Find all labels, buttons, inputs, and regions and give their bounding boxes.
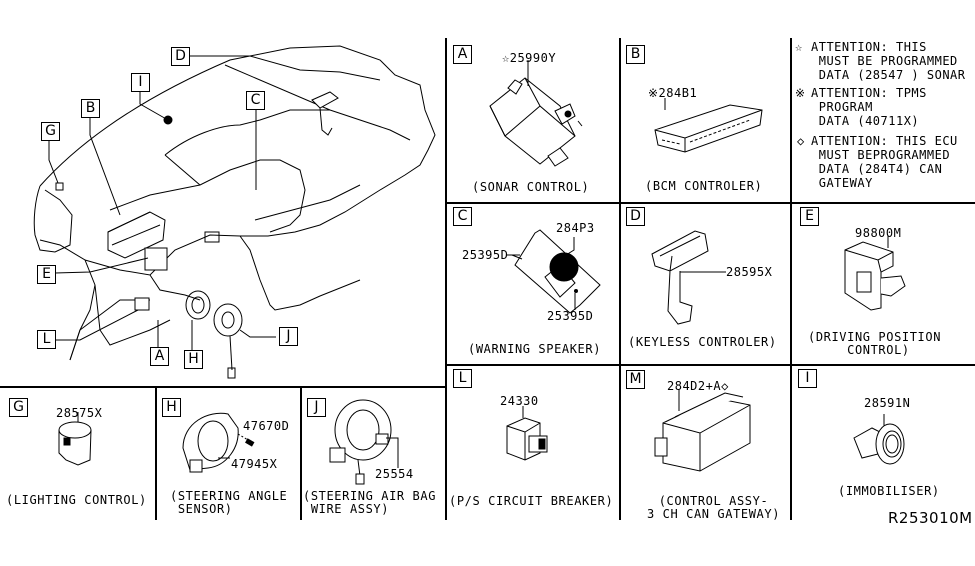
part-number-circuit-breaker: 24330 bbox=[500, 394, 539, 408]
cell-tag-e: E bbox=[800, 207, 819, 226]
callout-d: D bbox=[171, 47, 190, 66]
cell-tag-a: A bbox=[453, 45, 472, 64]
cell-tag-m: M bbox=[626, 370, 645, 389]
note-tpms-symbol: ※ bbox=[795, 86, 806, 100]
grid-row2-bottom bbox=[445, 364, 975, 366]
caption-keyless: (KEYLESS CONTROLER) bbox=[628, 335, 777, 349]
grid-vertical-main bbox=[445, 38, 447, 520]
caption-speaker: (WARNING SPEAKER) bbox=[468, 342, 602, 356]
can-gateway-module-icon bbox=[654, 389, 751, 472]
part-number-steering-angle: 47945X bbox=[231, 457, 278, 471]
callout-i: I bbox=[131, 73, 150, 92]
callout-g: G bbox=[41, 122, 60, 141]
caption-can-gateway: (CONTROL ASSY- 3 CH CAN GATEWAY) bbox=[647, 494, 781, 521]
grid-vertical-gh bbox=[155, 386, 157, 520]
part-number-screw-left: 25395D bbox=[462, 248, 509, 262]
caption-driving-position: (DRIVING POSITION CONTROL) bbox=[808, 330, 942, 357]
note-sonar-symbol: ☆ bbox=[795, 40, 803, 54]
caption-air-bag-wire: (STEERING AIR BAG WIRE ASSY) bbox=[303, 489, 437, 516]
warning-speaker-icon bbox=[507, 229, 601, 314]
cell-tag-h: H bbox=[162, 398, 181, 417]
note-can-gateway-text: ATTENTION: THIS ECU MUST BEPROGRAMMED DA… bbox=[811, 134, 958, 190]
callout-l: L bbox=[37, 330, 56, 349]
caption-circuit-breaker: (P/S CIRCUIT BREAKER) bbox=[449, 494, 614, 508]
grid-vertical-hj bbox=[300, 386, 302, 520]
part-number-lighting: 28575X bbox=[56, 406, 103, 420]
part-number-driving-position: 98800M bbox=[855, 226, 902, 240]
cell-tag-g: G bbox=[9, 398, 28, 417]
note-can-gateway-symbol: ◇ bbox=[797, 134, 805, 148]
callout-h: H bbox=[184, 350, 203, 369]
note-tpms-text: ATTENTION: TPMS PROGRAM DATA (40711X) bbox=[811, 86, 927, 128]
callout-a: A bbox=[150, 347, 169, 366]
cell-tag-i: I bbox=[798, 369, 817, 388]
callout-j: J bbox=[279, 327, 298, 346]
part-number-keyless: 28595X bbox=[726, 265, 773, 279]
cell-tag-d: D bbox=[626, 207, 645, 226]
steering-angle-sensor-icon bbox=[182, 412, 255, 473]
grid-row1-bottom bbox=[445, 202, 975, 204]
part-number-bcm: ※284B1 bbox=[648, 86, 698, 100]
part-number-speaker: 284P3 bbox=[556, 221, 595, 235]
sonar-control-icon bbox=[489, 60, 583, 167]
caption-immobiliser: (IMMOBILISER) bbox=[838, 484, 940, 498]
immobiliser-icon bbox=[853, 414, 905, 465]
part-number-bolt: 47670D bbox=[243, 419, 290, 433]
part-number-air-bag-wire: 25554 bbox=[375, 467, 414, 481]
keyless-controler-icon bbox=[651, 230, 726, 325]
caption-bcm: (BCM CONTROLER) bbox=[645, 179, 763, 193]
diagram-code: R253010M bbox=[888, 509, 973, 527]
caption-steering-angle: (STEERING ANGLE SENSOR) bbox=[170, 489, 288, 516]
air-bag-wire-icon bbox=[329, 399, 399, 485]
cell-tag-l: L bbox=[453, 369, 472, 388]
note-sonar-text: ATTENTION: THIS MUST BE PROGRAMMED DATA … bbox=[811, 40, 966, 82]
part-number-screw-right: 25395D bbox=[547, 309, 594, 323]
caption-lighting: (LIGHTING CONTROL) bbox=[6, 493, 147, 507]
caption-sonar-control: (SONAR CONTROL) bbox=[472, 180, 590, 194]
driving-position-module-icon bbox=[844, 236, 906, 311]
lighting-control-icon bbox=[58, 412, 92, 466]
callout-c: C bbox=[246, 91, 265, 110]
circuit-breaker-relay-icon bbox=[506, 406, 548, 461]
part-number-can-gateway: 284D2+A◇ bbox=[667, 379, 729, 393]
cell-tag-c: C bbox=[453, 207, 472, 226]
cell-tag-b: B bbox=[626, 45, 645, 64]
cell-tag-j: J bbox=[307, 398, 326, 417]
callout-e: E bbox=[37, 265, 56, 284]
callout-b: B bbox=[81, 99, 100, 118]
part-number-immobiliser: 28591N bbox=[864, 396, 911, 410]
grid-vertical-bnotes bbox=[790, 38, 792, 520]
dashboard-illustration bbox=[33, 45, 436, 379]
grid-vertical-ab bbox=[619, 38, 621, 520]
grid-bottom-left-top bbox=[0, 386, 446, 388]
bcm-module-icon bbox=[654, 98, 763, 153]
part-number-sonar: ☆25990Y bbox=[502, 51, 557, 65]
